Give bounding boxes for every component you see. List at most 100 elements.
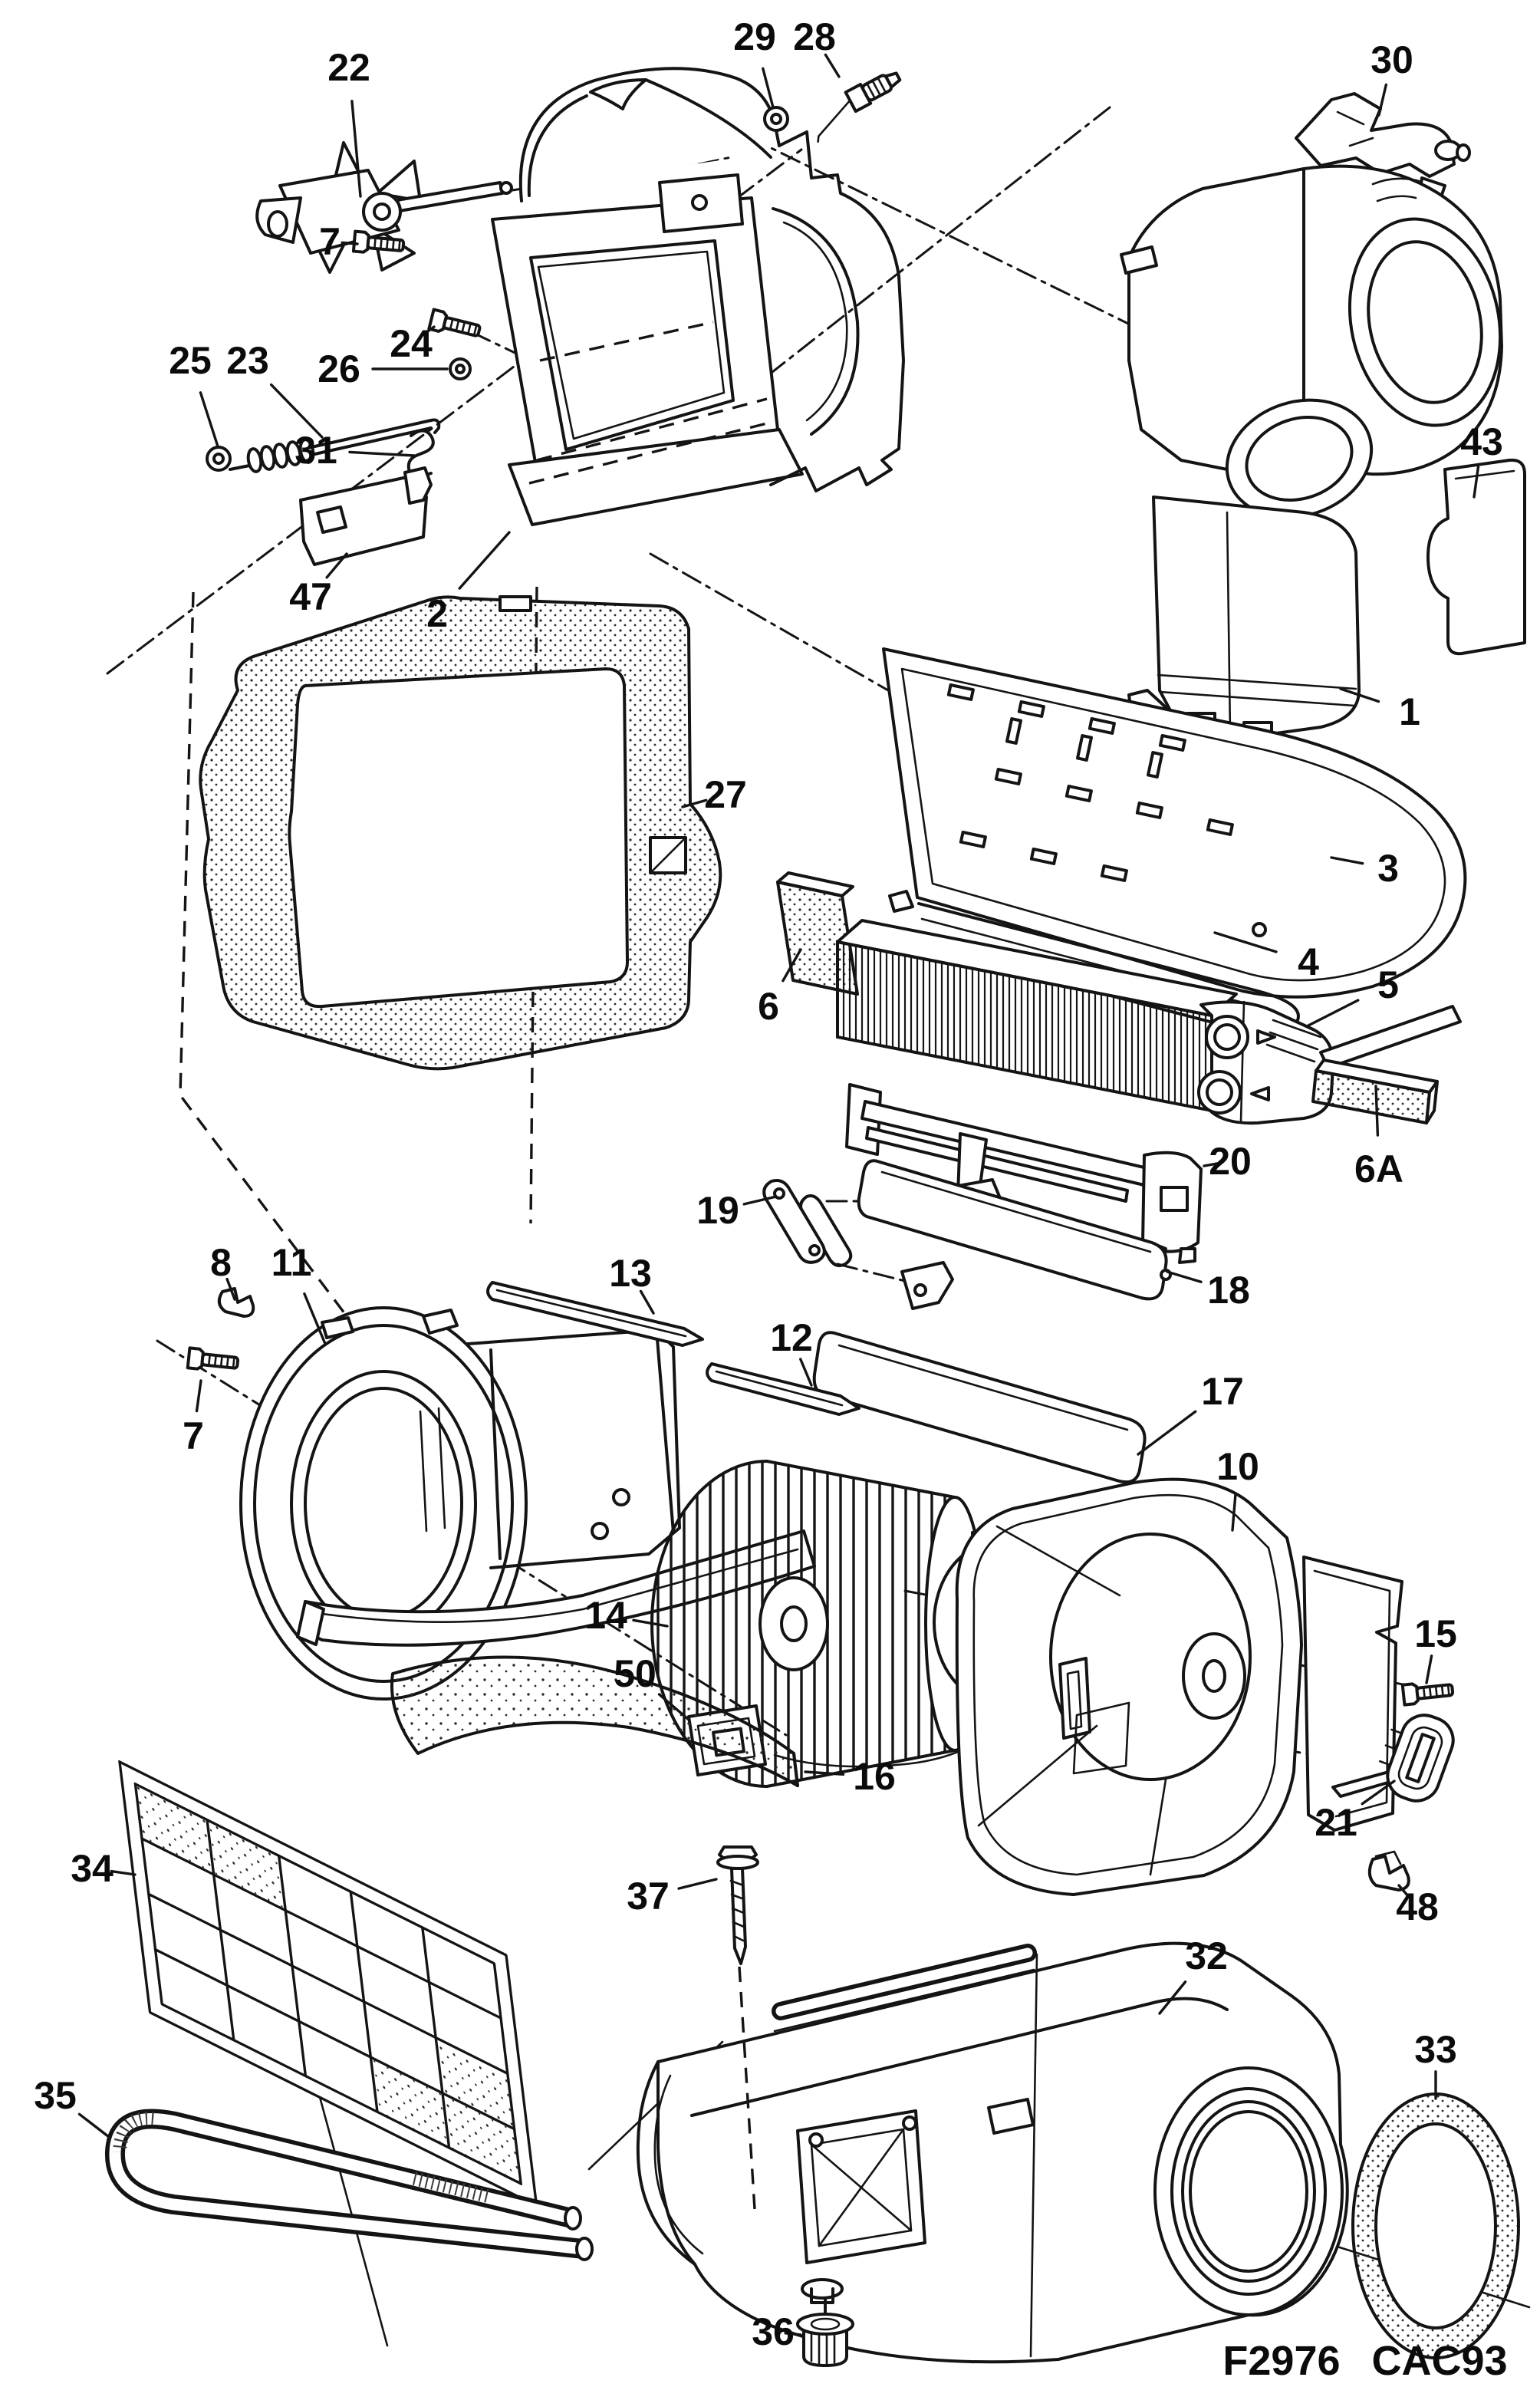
part-21-connector: [1379, 1714, 1455, 1803]
part-callout-4: 4: [1298, 940, 1319, 983]
part-callout-1: 1: [1399, 690, 1420, 733]
part-22-vent-motor: [255, 141, 513, 274]
part-37-screw: [716, 1845, 759, 2210]
part-callout-24: 24: [390, 322, 433, 365]
part-35-gasket-loop: [105, 2109, 594, 2261]
part-callout-16: 16: [853, 1755, 896, 1798]
callout-leader-30: [1377, 83, 1388, 117]
part-3-cover-plate: [882, 647, 1467, 999]
callout-leader-16: [804, 1770, 845, 1776]
part-1-blower-housing: [1120, 164, 1503, 740]
part-11-inlet-housing: [239, 1306, 816, 1701]
part-callout-12: 12: [770, 1316, 813, 1359]
part-callout-25: 25: [169, 339, 212, 382]
part-18-air-flap: [857, 1159, 1172, 1301]
callout-leader-25: [199, 391, 219, 448]
callout-leader-35: [77, 2112, 110, 2138]
part-27-seal-frame: [199, 595, 722, 1071]
callout-leader-6A: [1374, 1085, 1380, 1137]
part-callout-11: 11: [271, 1241, 312, 1284]
part-callout-6A: 6A: [1354, 1147, 1403, 1190]
callout-leader-47: [325, 552, 348, 579]
part-23-spring-rod: [229, 418, 441, 473]
part-callout-31: 31: [295, 429, 337, 472]
callout-leader-15: [1425, 1654, 1433, 1684]
part-15-screw: [1400, 1678, 1456, 1707]
callout-leader-7: [195, 1379, 202, 1413]
callout-leader-37: [677, 1878, 718, 1890]
part-12-strip: [706, 1362, 860, 1416]
callout-leader-21: [1361, 1780, 1396, 1806]
part-callout-22: 22: [327, 46, 370, 89]
part-callout-19: 19: [696, 1189, 739, 1232]
part-callout-47: 47: [289, 575, 332, 618]
callout-leader-27: [681, 798, 708, 808]
part-2-heater-housing: [491, 67, 905, 526]
part-callout-23: 23: [226, 339, 269, 382]
part-callout-34: 34: [71, 1847, 114, 1890]
callout-leader-17: [1137, 1410, 1197, 1456]
part-callout-33: 33: [1414, 2028, 1457, 2071]
callout-leader-29: [762, 67, 775, 109]
part-callout-7: 7: [319, 220, 341, 263]
part-callout-30: 30: [1371, 38, 1413, 81]
callout-leader-7: [341, 241, 359, 245]
callout-leader-13: [639, 1289, 655, 1315]
callout-leader-2: [458, 531, 511, 590]
part-25-washer: [206, 446, 232, 472]
part-callout-27: 27: [704, 773, 747, 816]
callout-leader-6: [782, 948, 802, 983]
part-callout-18: 18: [1207, 1269, 1250, 1312]
part-47-bracket: [299, 466, 433, 566]
part-6a-seal-block: [1311, 1005, 1462, 1124]
part-43-plate: [1426, 458, 1526, 656]
part-callout-3: 3: [1377, 847, 1399, 890]
part-callout-20: 20: [1209, 1140, 1252, 1183]
part-7-screw-lower: [186, 1346, 241, 1375]
part-17-air-flap: [812, 1331, 1147, 1484]
part-callout-13: 13: [609, 1252, 652, 1295]
callout-leader-48: [1397, 1884, 1410, 1899]
callout-leader-3: [1330, 856, 1364, 865]
callout-leader-8: [225, 1277, 236, 1301]
callout-leader-5: [1305, 999, 1360, 1028]
callout-leader-4: [1213, 931, 1278, 953]
callout-leader-18: [1166, 1270, 1203, 1283]
part-callout-6: 6: [758, 985, 779, 1028]
callout-leader-22: [350, 100, 362, 198]
part-29-washer: [763, 106, 789, 132]
part-callout-37: 37: [627, 1875, 670, 1918]
part-16-foam-sheet: [390, 1655, 799, 1787]
callout-leader-14: [632, 1618, 669, 1628]
callout-leader-34: [110, 1869, 137, 1876]
part-callout-8: 8: [210, 1241, 232, 1284]
part-callout-29: 29: [733, 15, 776, 58]
part-callout-50: 50: [614, 1652, 656, 1695]
part-48-clip: [1367, 1850, 1410, 1891]
part-callout-48: 48: [1396, 1885, 1439, 1928]
part-33-seal-ring: [1351, 2092, 1520, 2359]
part-callout-2: 2: [426, 592, 448, 635]
callout-leader-1: [1339, 687, 1380, 703]
part-callout-43: 43: [1460, 420, 1503, 463]
part-callout-15: 15: [1414, 1612, 1457, 1655]
part-callout-7: 7: [183, 1414, 204, 1457]
callout-leader-19: [742, 1195, 778, 1206]
callout-leader-31: [348, 450, 416, 457]
callout-leader-50: [657, 1693, 690, 1721]
part-callout-35: 35: [34, 2074, 77, 2117]
callout-leader-11: [303, 1292, 327, 1345]
part-callout-21: 21: [1315, 1801, 1357, 1844]
callout-leader-23: [269, 383, 324, 439]
figure-code: F2976 CAC93: [1222, 2338, 1507, 2384]
part-36-grommet: [796, 2296, 854, 2367]
callout-leader-12: [798, 1358, 813, 1387]
part-callout-17: 17: [1201, 1370, 1244, 1413]
part-32-evaporator-case: [636, 1941, 1349, 2364]
part-34-grille-panel: [118, 1760, 538, 2208]
part-callout-32: 32: [1185, 1934, 1228, 1977]
part-callout-5: 5: [1377, 963, 1399, 1006]
callout-leader-28: [824, 53, 841, 78]
